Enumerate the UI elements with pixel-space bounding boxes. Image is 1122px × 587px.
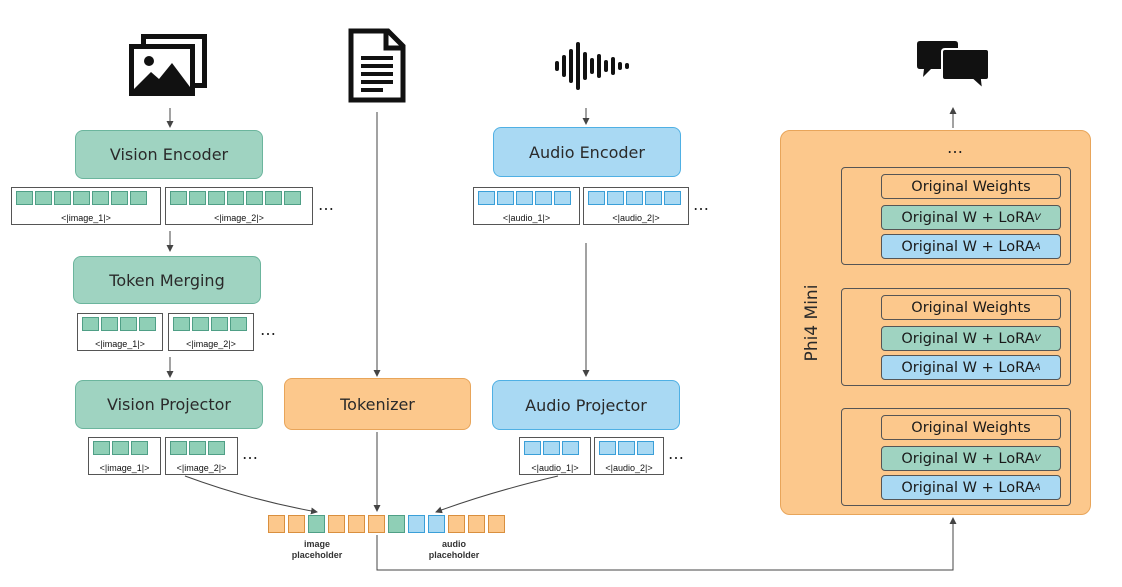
lora-subscript-v: V [1034, 333, 1041, 344]
token-merging-box: Token Merging [73, 256, 261, 304]
audio-2-token-label: <|audio_2|> [612, 213, 660, 223]
image-2-tokens: <|image_2|> [165, 187, 313, 225]
lora-label: Original W + LoRA [901, 238, 1035, 255]
tokenizer-label: Tokenizer [340, 394, 415, 414]
text-token [468, 515, 485, 533]
text-token [288, 515, 305, 533]
original-weights-label: Original Weights [911, 299, 1031, 316]
audio-projector-box: Audio Projector [492, 380, 680, 430]
audio-waveform-icon [555, 42, 629, 90]
original-weights-box: Original Weights [881, 415, 1061, 440]
audio-projector-label: Audio Projector [525, 395, 647, 415]
text-token [488, 515, 505, 533]
audio-1-token-label: <|audio_1|> [502, 213, 551, 223]
image-2-token-label: <|image_2|> [214, 213, 264, 223]
image-token [388, 515, 405, 533]
arrow-audio-to-sequence [435, 475, 559, 514]
audio-1-tokens: <|audio_1|> [473, 187, 580, 225]
audio-token [428, 515, 445, 533]
projected-audio-2-label: <|audio_2|> [605, 463, 653, 473]
arrow-vision-to-sequence [184, 475, 318, 515]
image-1-tokens: <|image_1|> [11, 187, 161, 225]
lora-label: Original W + LoRA [901, 479, 1035, 496]
projected-image-1-label: <|image_1|> [99, 463, 150, 473]
original-weights-label: Original Weights [911, 178, 1031, 195]
projected-image-1-tokens: <|image_1|> [88, 437, 161, 475]
projected-image-2-tokens: <|image_2|> [165, 437, 238, 475]
audio-encoder-box: Audio Encoder [493, 127, 681, 177]
projected-audio-1-label: <|audio_1|> [531, 463, 579, 473]
vision-projector-label: Vision Projector [107, 395, 231, 414]
merged-image-2-label: <|image_2|> [186, 339, 236, 349]
text-token [328, 515, 345, 533]
projected-audio-1-tokens: <|audio_1|> [519, 437, 591, 475]
lora-subscript-a: A [1034, 362, 1041, 373]
ellipsis: … [242, 444, 259, 463]
image-1-token-label: <|image_1|> [61, 213, 111, 223]
merged-image-1-label: <|image_1|> [95, 339, 145, 349]
audio-2-tokens: <|audio_2|> [583, 187, 689, 225]
merged-image-2-tokens: <|image_2|> [168, 313, 254, 351]
lora-subscript-a: A [1034, 482, 1041, 493]
audio-encoder-label: Audio Encoder [529, 142, 645, 162]
ellipsis: … [260, 320, 277, 339]
image-icon [129, 34, 207, 96]
document-icon [348, 28, 406, 103]
text-token [368, 515, 385, 533]
arrow-sequence-to-phi [376, 517, 957, 571]
merged-image-1-tokens: <|image_1|> [77, 313, 163, 351]
original-weights-label: Original Weights [911, 419, 1031, 436]
ellipsis: … [668, 444, 685, 463]
lora-subscript-v: V [1034, 212, 1041, 223]
text-token [268, 515, 285, 533]
image-token [308, 515, 325, 533]
tokenizer-box: Tokenizer [284, 378, 471, 430]
text-token [348, 515, 365, 533]
projected-audio-2-tokens: <|audio_2|> [594, 437, 664, 475]
combined-token-sequence [268, 515, 505, 533]
token-merging-label: Token Merging [109, 270, 225, 290]
lora-label: Original W + LoRA [901, 330, 1035, 347]
lora-label: Original W + LoRA [901, 359, 1035, 376]
lora-subscript-a: A [1034, 241, 1041, 252]
text-token [448, 515, 465, 533]
lora-subscript-v: V [1034, 453, 1041, 464]
chat-bubbles-icon [917, 41, 990, 90]
original-weights-box: Original Weights [881, 295, 1061, 320]
ellipsis: … [318, 195, 335, 214]
ellipsis: … [693, 195, 710, 214]
lora-label: Original W + LoRA [901, 209, 1035, 226]
vision-encoder-label: Vision Encoder [109, 145, 229, 164]
lora-label: Original W + LoRA [901, 450, 1035, 467]
projected-image-2-label: <|image_2|> [176, 463, 227, 473]
original-weights-box: Original Weights [881, 174, 1061, 199]
layers-ellipsis: … [947, 138, 964, 157]
phi4-mini-title: Phi4 Mini [802, 284, 822, 362]
audio-token [408, 515, 425, 533]
vision-projector-box: Vision Projector [75, 380, 263, 429]
vision-encoder-box: Vision Encoder [75, 130, 263, 179]
